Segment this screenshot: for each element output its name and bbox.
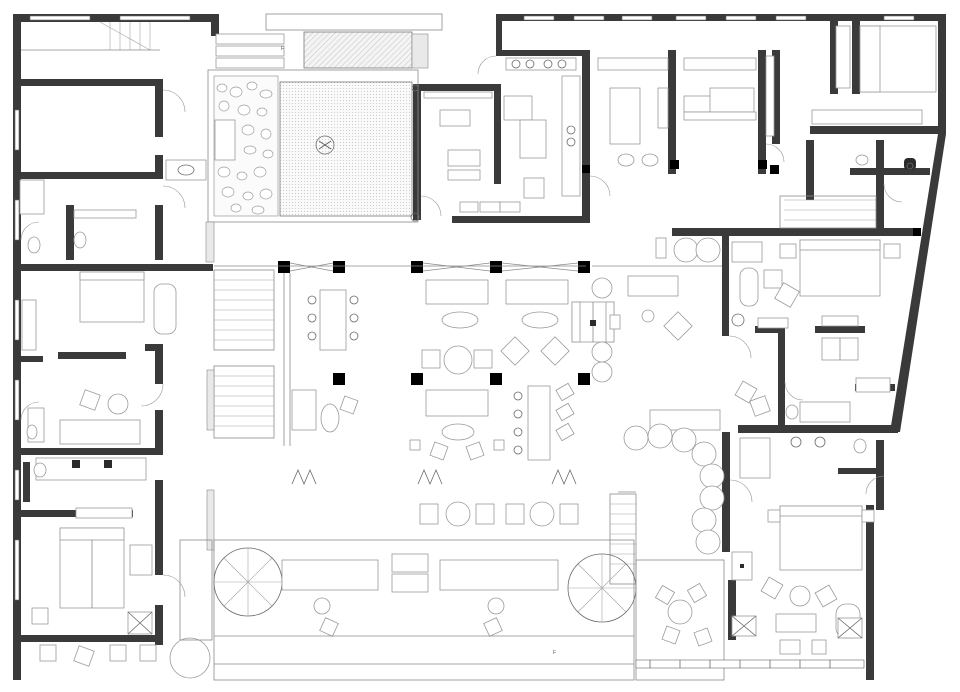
top-right-rooms [597, 25, 937, 229]
south-terrace: F [213, 539, 637, 681]
columns [278, 160, 921, 385]
east-lounge [571, 237, 725, 585]
courtyard [207, 13, 443, 223]
kitchen [423, 57, 581, 213]
right-wing [731, 239, 901, 655]
left-wing [19, 21, 213, 679]
walls [13, 14, 946, 680]
windows [14, 15, 915, 601]
south-east-patio: F [281, 46, 865, 681]
stair-mark-north: F [281, 46, 284, 52]
doors [20, 55, 903, 598]
ceiling-beams [289, 262, 579, 272]
pebbles [214, 81, 274, 215]
left-stairs [205, 221, 275, 551]
main-hall [214, 262, 586, 527]
stair-mark-south: F [553, 650, 556, 656]
